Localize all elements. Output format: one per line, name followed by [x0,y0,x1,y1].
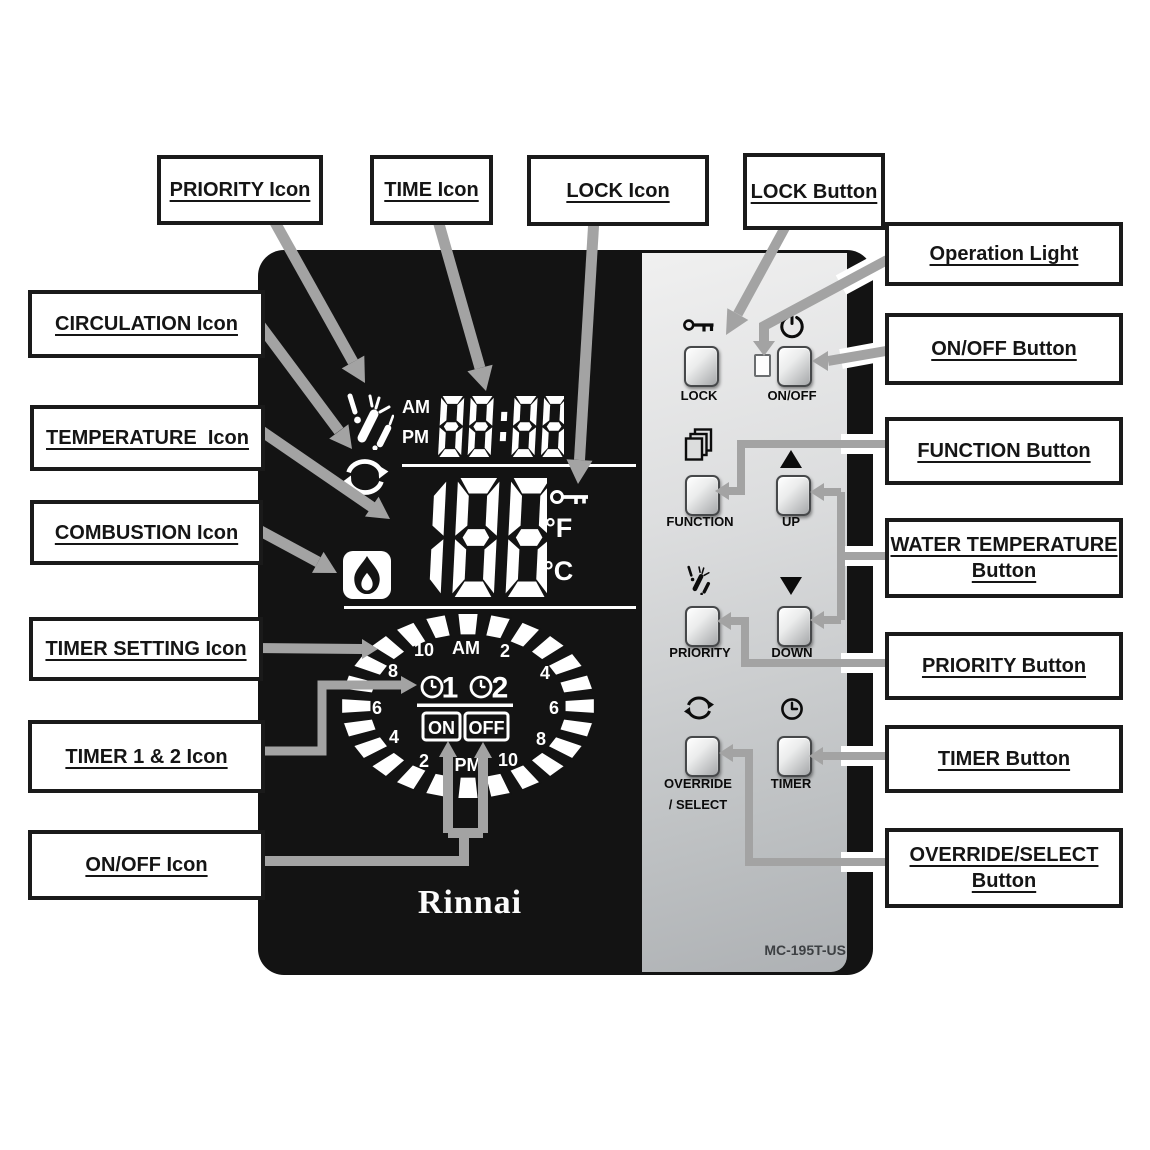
lock-button[interactable] [684,346,719,387]
override-button-label: OVERRIDE [664,776,732,791]
callout-priority-button: PRIORITY Button [885,632,1123,700]
clock-icon [781,698,803,720]
timer1-clock-icon [420,675,444,699]
dial-hour-label: PM [455,755,482,775]
lcd-divider-bottom [344,606,636,609]
timer1-number: 1 [442,672,459,705]
select-button-label: / SELECT [668,797,728,812]
combustion-flame-icon [343,551,391,599]
temperature-display [429,478,547,597]
callout-combustion-icon: COMBUSTION Icon [30,500,263,565]
dial-hour-label: 2 [419,751,429,771]
callout-on-off-button: ON/OFF Button [885,313,1123,385]
time-display [438,396,564,457]
up-triangle-icon [780,450,802,468]
timer2-clock-icon [469,675,493,699]
callout-circulation-icon: CIRCULATION Icon [28,290,265,358]
dial-hour-label: 6 [549,698,559,718]
dial-hour-label: 8 [536,729,546,749]
callout-timer-setting-icon: TIMER SETTING Icon [29,617,263,681]
timer-button[interactable] [777,736,812,777]
callout-temperature-icon: TEMPERATURE Icon [30,405,265,471]
model-number: MC-195T-US [764,942,846,958]
circulation-icon [341,459,389,495]
on-off-button[interactable] [777,346,812,387]
timer-button-label: TIMER [770,776,812,791]
callout-priority-icon: PRIORITY Icon [157,155,323,225]
dial-hour-label: 4 [540,663,550,683]
lock-key-icon [550,490,588,504]
dial-hour-label: 6 [372,698,382,718]
down-button[interactable] [777,606,812,647]
dial-hour-label: AM [452,638,480,658]
function-pages-icon [684,428,713,461]
dial-hour-label: 4 [389,727,399,747]
callout-time-icon: TIME Icon [370,155,493,225]
callout-override-select-button: OVERRIDE/SELECT Button [885,828,1123,908]
dial-hour-label: 10 [498,750,518,770]
down-triangle-icon [780,577,802,595]
override-circulation-icon [684,696,714,720]
off-indicator: OFF [469,718,505,738]
timer2-number: 2 [492,672,509,705]
priority-shower-icon [347,393,394,450]
up-button-label: UP [781,514,801,529]
callout-operation-light: Operation Light [885,222,1123,286]
callout-water-temperature-button: WATER TEMPERATURE Button [885,518,1123,598]
am-indicator: AM [402,397,430,417]
callout-function-button: FUNCTION Button [885,417,1123,485]
fahrenheit-label: °F [545,513,573,543]
on-indicator: ON [428,718,455,738]
priority-button-label: PRIORITY [669,645,731,660]
button-panel [642,253,847,972]
off-indicator-box [463,711,510,742]
override-select-button[interactable] [685,736,720,777]
callout-lock-button: LOCK Button [743,153,885,230]
pm-indicator: PM [402,427,429,447]
callout-timer-button: TIMER Button [885,725,1123,793]
power-icon [780,311,804,339]
key-icon [683,319,714,332]
function-button-label: FUNCTION [666,514,734,529]
timer-underline [417,703,513,707]
priority-button[interactable] [685,606,720,647]
callout-timer-1-2-icon: TIMER 1 & 2 Icon [28,720,265,793]
callout-on-off-icon: ON/OFF Icon [28,830,265,900]
lcd-divider-top [402,464,636,467]
dial-hour-label: 10 [414,640,434,660]
operation-light [754,354,771,377]
callout-lock-icon: LOCK Icon [527,155,709,226]
up-button[interactable] [776,475,811,516]
down-button-label: DOWN [771,645,813,660]
on-indicator-box [421,711,462,742]
on-off-button-label: ON/OFF [767,388,817,403]
celsius-label: °C [543,556,574,586]
dial-hour-label: 2 [500,641,510,661]
lock-button-label: LOCK [680,388,718,403]
dial-hour-label: 8 [388,661,398,681]
shower-spray-icon [687,565,711,595]
function-button[interactable] [685,475,720,516]
brand-logo: Rinnai [417,884,523,921]
